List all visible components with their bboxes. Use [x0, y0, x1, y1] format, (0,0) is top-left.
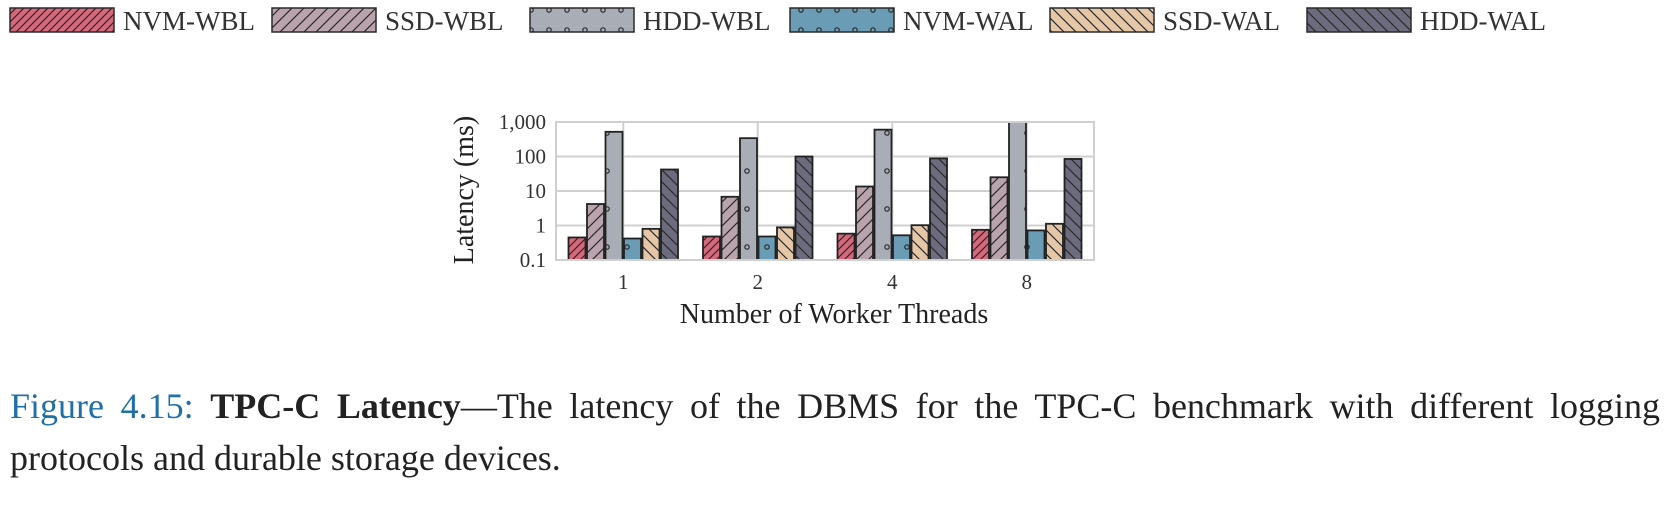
x-tick-label: 8 [1022, 270, 1033, 294]
figure-caption: Figure 4.15: TPC-C Latency—The latency o… [10, 380, 1660, 484]
bar-ssd-wbl-8 [989, 176, 1009, 261]
figure-title: TPC-C Latency [210, 386, 461, 426]
bar-pattern [641, 227, 661, 261]
bar-ssd-wbl-4 [855, 185, 874, 261]
x-tick-label: 2 [753, 270, 764, 294]
y-axis-label: Latency (ms) [449, 116, 480, 265]
legend-item-hdd-wal: HDD-WAL [1306, 6, 1546, 36]
bar-ssd-wal-4 [910, 224, 930, 261]
bar-nvm-wbl-1 [567, 236, 587, 261]
bar-ssd-wal-2 [776, 226, 795, 261]
x-tick-label: 4 [887, 270, 898, 294]
figure-number: Figure 4.15: [10, 386, 194, 426]
bar-nvm-wal-4 [892, 234, 911, 261]
bar-pattern [855, 185, 874, 261]
bar-pattern [836, 232, 856, 261]
bar-pattern [623, 237, 642, 261]
bar-pattern [604, 130, 624, 261]
bar-nvm-wal-8 [1026, 229, 1046, 261]
bar-ssd-wal-1 [641, 227, 661, 261]
legend-swatch-pattern [789, 7, 895, 33]
legend-label: NVM-WBL [123, 6, 255, 36]
bar-pattern [660, 168, 679, 261]
y-tick-label: 100 [515, 145, 547, 169]
legend-item-ssd-wbl: SSD-WBL [271, 6, 504, 36]
bar-hdd-wal-8 [1063, 158, 1083, 261]
bar-nvm-wbl-2 [702, 235, 721, 261]
bar-pattern [739, 137, 758, 261]
bar-hdd-wbl-1 [604, 130, 624, 261]
legend-label: HDD-WBL [643, 6, 770, 36]
bar-pattern [910, 224, 930, 261]
bar-pattern [757, 235, 777, 261]
bar-pattern [586, 203, 605, 261]
bar-hdd-wal-2 [794, 155, 814, 261]
legend: NVM-WBL SSD-WBL HDD-WBL NVM-WAL SSD-WAL HDD-W… [9, 6, 1546, 36]
bar-pattern [1045, 222, 1064, 261]
legend-label: SSD-WBL [385, 6, 504, 36]
bar-pattern [702, 235, 721, 261]
bar-hdd-wbl-4 [873, 128, 893, 261]
y-tick-label: 0.1 [520, 248, 546, 272]
figure-description: —The latency of the DBMS for the TPC-C b… [10, 386, 1660, 478]
legend-label: SSD-WAL [1163, 6, 1280, 36]
legend-label: NVM-WAL [903, 6, 1033, 36]
bar-pattern [892, 234, 911, 261]
x-axis-label: Number of Worker Threads [680, 299, 989, 330]
y-tick-label: 10 [525, 179, 546, 203]
bar-pattern [776, 226, 795, 261]
bar-pattern [929, 157, 948, 261]
bar-pattern [1063, 158, 1083, 261]
bar-pattern [1008, 121, 1027, 261]
bar-ssd-wal-8 [1045, 222, 1064, 261]
bar-pattern [873, 128, 893, 261]
bar-nvm-wbl-8 [971, 228, 990, 261]
legend-label: HDD-WAL [1420, 6, 1546, 36]
legend-swatch-pattern [1306, 7, 1412, 33]
legend-item-hdd-wbl: HDD-WBL [529, 6, 770, 36]
bar-nvm-wal-1 [623, 237, 642, 261]
legend-swatch-pattern [1049, 7, 1155, 33]
bar-nvm-wbl-4 [836, 232, 856, 261]
legend-item-nvm-wbl: NVM-WBL [9, 6, 255, 36]
bar-hdd-wbl-8 [1008, 121, 1027, 261]
y-tick-label: 1 [536, 214, 547, 238]
legend-swatch-pattern [9, 7, 115, 33]
legend-swatch-pattern [529, 7, 635, 33]
bar-pattern [989, 176, 1009, 261]
bar-ssd-wbl-1 [586, 203, 605, 261]
bar-hdd-wal-4 [929, 157, 948, 261]
bar-pattern [971, 228, 990, 261]
axes: 0.1 1 10 100 1,000 1 2 4 8 [499, 110, 1095, 294]
bar-hdd-wal-1 [660, 168, 679, 261]
bar-ssd-wbl-2 [720, 195, 740, 261]
legend-swatch-pattern [271, 7, 377, 33]
x-tick-label: 1 [618, 270, 629, 294]
legend-item-nvm-wal: NVM-WAL [789, 6, 1033, 36]
bar-hdd-wbl-2 [739, 137, 758, 261]
bar-nvm-wal-2 [757, 235, 777, 261]
plot-frame [555, 121, 1095, 261]
legend-item-ssd-wal: SSD-WAL [1049, 6, 1280, 36]
bar-pattern [794, 155, 814, 261]
bar-pattern [720, 195, 740, 261]
y-tick-label: 1,000 [499, 110, 546, 134]
bar-pattern [567, 236, 587, 261]
chart: NVM-WBL SSD-WBL HDD-WBL NVM-WAL SSD-WAL HDD-W… [9, 6, 1546, 330]
bar-pattern [1026, 229, 1046, 261]
